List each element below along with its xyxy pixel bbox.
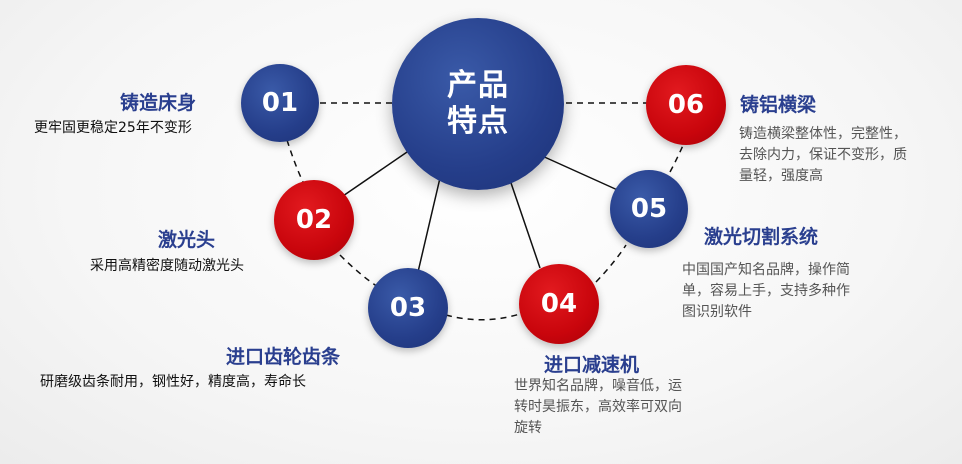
desc-line: 单，容易上手，支持多种作	[682, 283, 850, 299]
desc-line: 去除内力，保证不变形，质	[739, 147, 907, 163]
feature-desc-05: 中国国产知名品牌，操作简 单，容易上手，支持多种作 图识别软件	[682, 260, 850, 323]
feature-number: 06	[667, 90, 705, 120]
desc-line: 旋转	[514, 420, 542, 436]
feature-number: 02	[295, 205, 333, 235]
center-title-line2: 特点	[447, 104, 509, 139]
feature-desc-02: 采用高精密度随动激光头	[90, 256, 244, 277]
feature-title-04: 进口减速机	[544, 354, 640, 376]
center-circle: 产品 特点	[392, 18, 564, 190]
center-title-line1: 产品	[447, 68, 509, 103]
feature-title-05: 激光切割系统	[704, 226, 819, 248]
desc-line: 更牢固更稳定25年不变形	[34, 120, 192, 136]
feature-circle-04: 04	[519, 264, 599, 344]
feature-number: 01	[261, 88, 299, 118]
feature-title-06: 铸铝横梁	[740, 94, 817, 116]
spoke-04	[509, 179, 541, 269]
dash-arc-02-03	[339, 254, 379, 288]
feature-desc-04: 世界知名品牌，噪音低，运 转时昊振东，高效率可双向 旋转	[514, 376, 682, 439]
feature-circle-01: 01	[241, 64, 319, 142]
feature-desc-03: 研磨级齿条耐用，钢性好，精度高，寿命长	[40, 372, 306, 393]
feature-circle-03: 03	[368, 268, 448, 348]
feature-title-03: 进口齿轮齿条	[226, 346, 341, 368]
dash-arc-05-06	[669, 142, 685, 173]
feature-circle-05: 05	[610, 170, 688, 248]
feature-circle-06: 06	[646, 65, 726, 145]
desc-line: 铸造横梁整体性，完整性，	[739, 126, 907, 142]
desc-line: 转时昊振东，高效率可双向	[514, 399, 682, 415]
spoke-05	[539, 154, 623, 193]
desc-line: 量轻，强度高	[739, 168, 823, 184]
spoke-02	[339, 149, 411, 199]
desc-line: 中国国产知名品牌，操作简	[682, 262, 850, 278]
desc-line: 研磨级齿条耐用，钢性好，精度高，寿命长	[40, 374, 306, 390]
feature-title-02: 激光头	[158, 229, 216, 251]
desc-line: 采用高精密度随动激光头	[90, 258, 244, 274]
desc-line: 世界知名品牌，噪音低，运	[514, 378, 682, 394]
desc-line: 图识别软件	[682, 304, 752, 320]
feature-desc-06: 铸造横梁整体性，完整性， 去除内力，保证不变形，质 量轻，强度高	[739, 124, 907, 187]
spoke-03	[417, 177, 441, 273]
feature-number: 03	[389, 293, 427, 323]
dash-arc-01-02	[286, 139, 304, 183]
feature-number: 05	[630, 194, 668, 224]
dash-arc-03-04	[445, 313, 521, 321]
dash-arc-04-05	[595, 244, 627, 283]
feature-circle-02: 02	[274, 180, 354, 260]
feature-desc-01: 更牢固更稳定25年不变形	[34, 118, 192, 139]
feature-number: 04	[540, 289, 578, 319]
feature-title-01: 铸造床身	[120, 92, 197, 114]
